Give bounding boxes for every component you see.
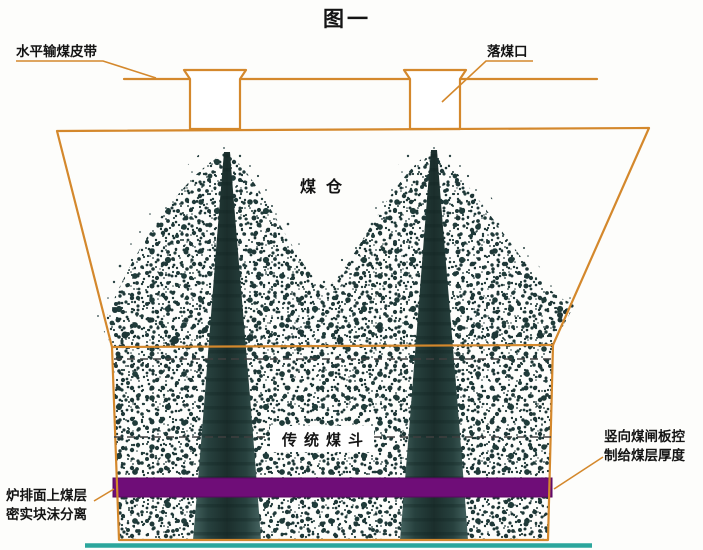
hopper-level-lines: [114, 358, 551, 438]
coal-chute-right: [402, 68, 468, 131]
leader-drop-opening: [441, 60, 533, 103]
label-hopper: 传统煤斗: [281, 431, 370, 449]
bunker-outline: [55, 126, 651, 349]
leader-grate-layer: [93, 488, 115, 502]
hopper-label-box: [270, 426, 374, 452]
label-drop-opening: 落煤口: [487, 43, 528, 60]
leader-lines: [16, 60, 604, 502]
bunker-hopper-boundary: [110, 343, 555, 349]
hopper-outline: [110, 343, 555, 542]
coal-gate-bar: [112, 477, 553, 498]
label-gate-control-line1: 竖向煤闸板控: [604, 428, 685, 445]
leader-conveyor-belt: [16, 60, 157, 79]
label-grate-layer-line1: 炉排面上煤层: [6, 487, 87, 504]
label-gate-control-line2: 制给煤层厚度: [604, 447, 685, 464]
label-bunker: 煤仓: [300, 177, 352, 196]
figure-title: 图一: [323, 7, 371, 31]
leader-gate-control: [553, 456, 604, 490]
label-grate-layer-line2: 密实块沫分离: [5, 506, 87, 523]
label-conveyor-belt: 水平输煤皮带: [16, 43, 97, 60]
coal-chute-left: [182, 68, 248, 131]
structure-lines: [55, 68, 651, 542]
